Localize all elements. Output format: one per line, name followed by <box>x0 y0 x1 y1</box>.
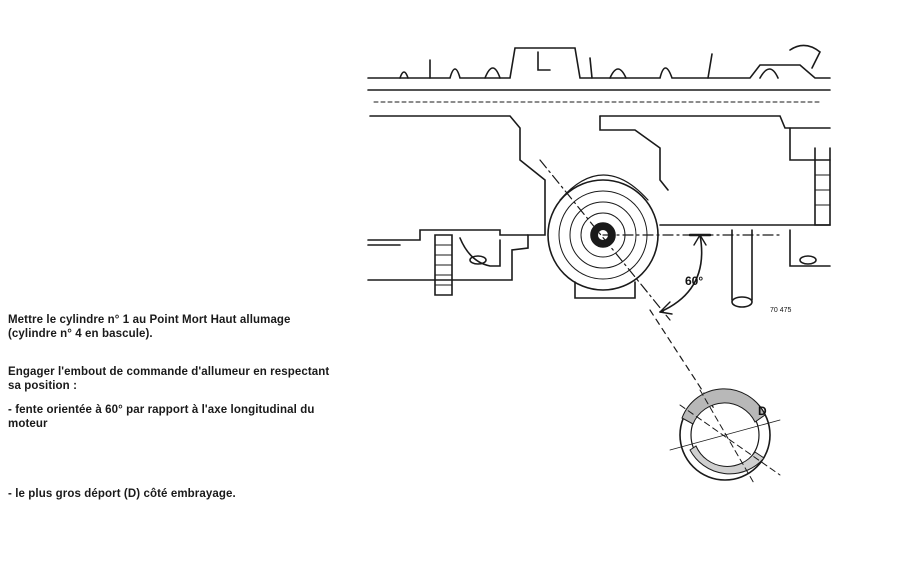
angle-label: 60° <box>685 274 703 288</box>
instruction-paragraph-2: Engager l'embout de commande d'allumeur … <box>8 366 330 392</box>
axis-lines <box>539 159 781 411</box>
engine-distributor-drawing: 60° 70 475 D <box>367 44 831 486</box>
figure-reference: 70 475 <box>770 307 792 314</box>
distributor-housing <box>547 174 659 299</box>
offset-d-label: D <box>758 404 767 418</box>
engine-block <box>367 115 831 308</box>
bullet-offset-side: - le plus gros déport (D) côté embrayage… <box>8 488 236 500</box>
angle-indicator: 60° 70 475 <box>659 234 792 315</box>
instruction-paragraph-1: Mettre le cylindre n° 1 au Point Mort Ha… <box>8 314 291 340</box>
bullet-slot-orientation: - fente orientée à 60° par rapport à l'a… <box>8 404 315 430</box>
offset-detail: D <box>669 388 781 486</box>
cylinder-head-top <box>367 44 831 103</box>
